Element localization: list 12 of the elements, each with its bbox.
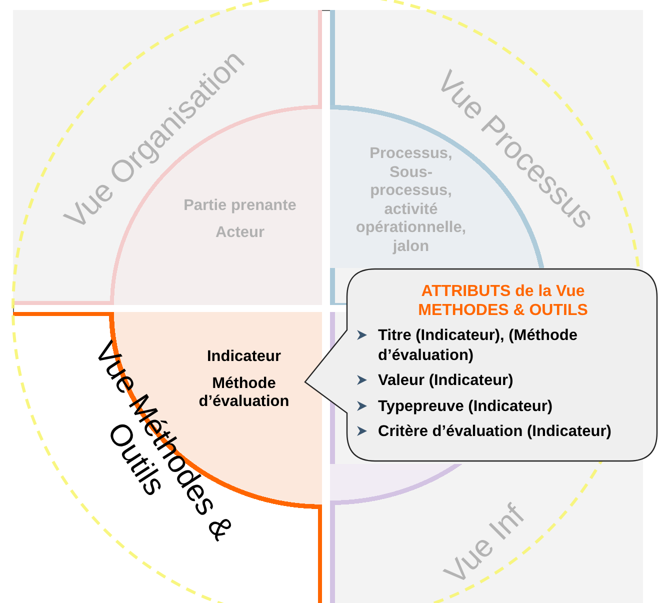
view-title: Vue Inf	[439, 499, 531, 591]
inner-label: Processus, Sous-processus, activité opérationnelle, jalon	[354, 145, 468, 257]
callout-heading: ATTRIBUTS de la Vue METHODES & OUTILS	[417, 282, 589, 320]
inner-label: Indicateur	[206, 348, 282, 367]
inner-label: Partie prenante	[184, 197, 296, 216]
attribute-item: Titre (Indicateur), (Méthode d’évaluation)	[378, 326, 579, 366]
attribute-item: Typepreuve (Indicateur)	[378, 396, 553, 416]
inner-label: Acteur	[215, 224, 265, 242]
view-quadrant	[13, 10, 322, 305]
view-quadrant	[13, 312, 322, 603]
attribute-item: Valeur (Indicateur)	[378, 371, 514, 390]
attribute-item: Critère d’évaluation (Indicateur)	[378, 422, 612, 442]
